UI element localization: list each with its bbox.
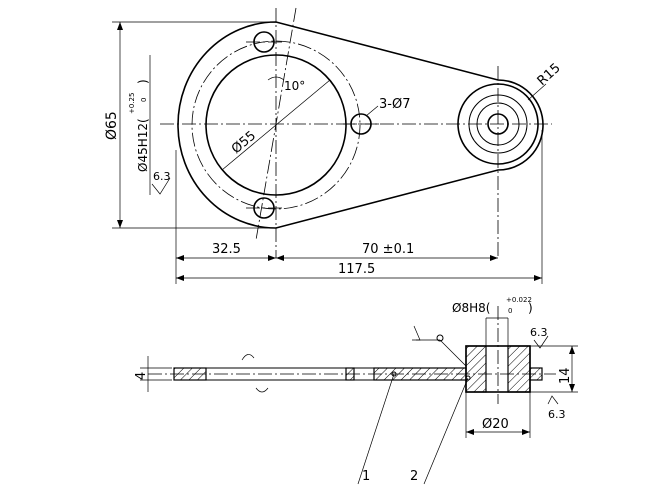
part-outline	[177, 21, 544, 229]
roughness-symbol-bottom	[547, 395, 559, 405]
dim-line-55	[221, 79, 331, 171]
boss-pin-hole	[485, 345, 509, 393]
part-label-2: 2	[410, 469, 418, 484]
weld-flag	[413, 325, 421, 341]
dim-pin-tol-lower: 0	[508, 307, 512, 315]
roughness-top: 6.3	[530, 326, 548, 339]
dim-pin-close: )	[528, 301, 533, 315]
roughness-bottom: 6.3	[548, 408, 566, 421]
plan-view: Ø55 10° 3-Ø7 R15 Ø65 Ø45H12( +0.25 0 ) 6…	[104, 7, 564, 284]
leader-dot-2	[465, 375, 471, 381]
dim-boss-diameter: Ø20	[482, 417, 509, 432]
leader-part-1	[357, 373, 395, 485]
dim-pin-hole: Ø8H8(	[452, 301, 490, 315]
arrow-65-top	[117, 22, 123, 30]
arrow-117-left	[176, 275, 184, 281]
dim-holes: 3-Ø7	[379, 97, 410, 112]
dim-angle: 10°	[284, 79, 305, 93]
weld-circle	[436, 334, 444, 342]
leader-part-2	[423, 377, 469, 485]
arrow-32-right	[268, 255, 276, 261]
arrow-20-left	[466, 429, 474, 435]
boss-wall-right	[507, 345, 531, 393]
arrow-70-right	[490, 255, 498, 261]
arrow-14-top	[569, 346, 575, 354]
arrow-32-left	[176, 255, 184, 261]
dim-outer-diameter: Ø65	[104, 111, 120, 140]
dim-pin-tol-upper: +0.022	[506, 296, 532, 304]
dim-center-distance: 70 ±0.1	[362, 242, 414, 257]
dim-boss-height: 14	[558, 367, 573, 384]
part-label-1: 1	[362, 469, 370, 484]
weld-mark-bottom	[255, 387, 269, 393]
centerline-10deg	[255, 7, 297, 241]
roughness-symbol-top	[533, 335, 549, 349]
arrow-14-bottom	[569, 384, 575, 392]
dim-total-length: 117.5	[338, 262, 375, 277]
dim-bore-tol-upper: +0.25	[128, 93, 136, 114]
arrow-65-bottom	[117, 220, 123, 228]
dim-bore-tol-lower: 0	[140, 98, 148, 102]
roughness-symbol-plan	[151, 177, 171, 195]
leader-holes	[365, 105, 379, 117]
weld-leader	[439, 339, 467, 367]
weld-mark-top	[241, 354, 255, 361]
arrow-20-right	[522, 429, 530, 435]
dim-thickness: 4	[134, 372, 149, 380]
section-view: 4 Ø8H8( +0.022 0 ) Ø20 14 6.3 6.3	[134, 296, 578, 485]
dim-bore: Ø45H12(	[136, 118, 150, 172]
dim-left: 32.5	[212, 242, 241, 257]
dim-bore-close: )	[136, 79, 150, 84]
roughness-plan: 6.3	[153, 170, 171, 183]
dim-inner-circle: Ø55	[229, 128, 259, 157]
boss-wall-left	[465, 345, 487, 393]
leader-radius	[527, 83, 547, 101]
arrow-70-left	[276, 255, 284, 261]
dim-radius: R15	[535, 61, 564, 89]
bolt-circle	[191, 40, 361, 210]
angle-arc	[267, 76, 285, 81]
arrow-117-right	[534, 275, 542, 281]
leader-dot-1	[391, 371, 397, 377]
